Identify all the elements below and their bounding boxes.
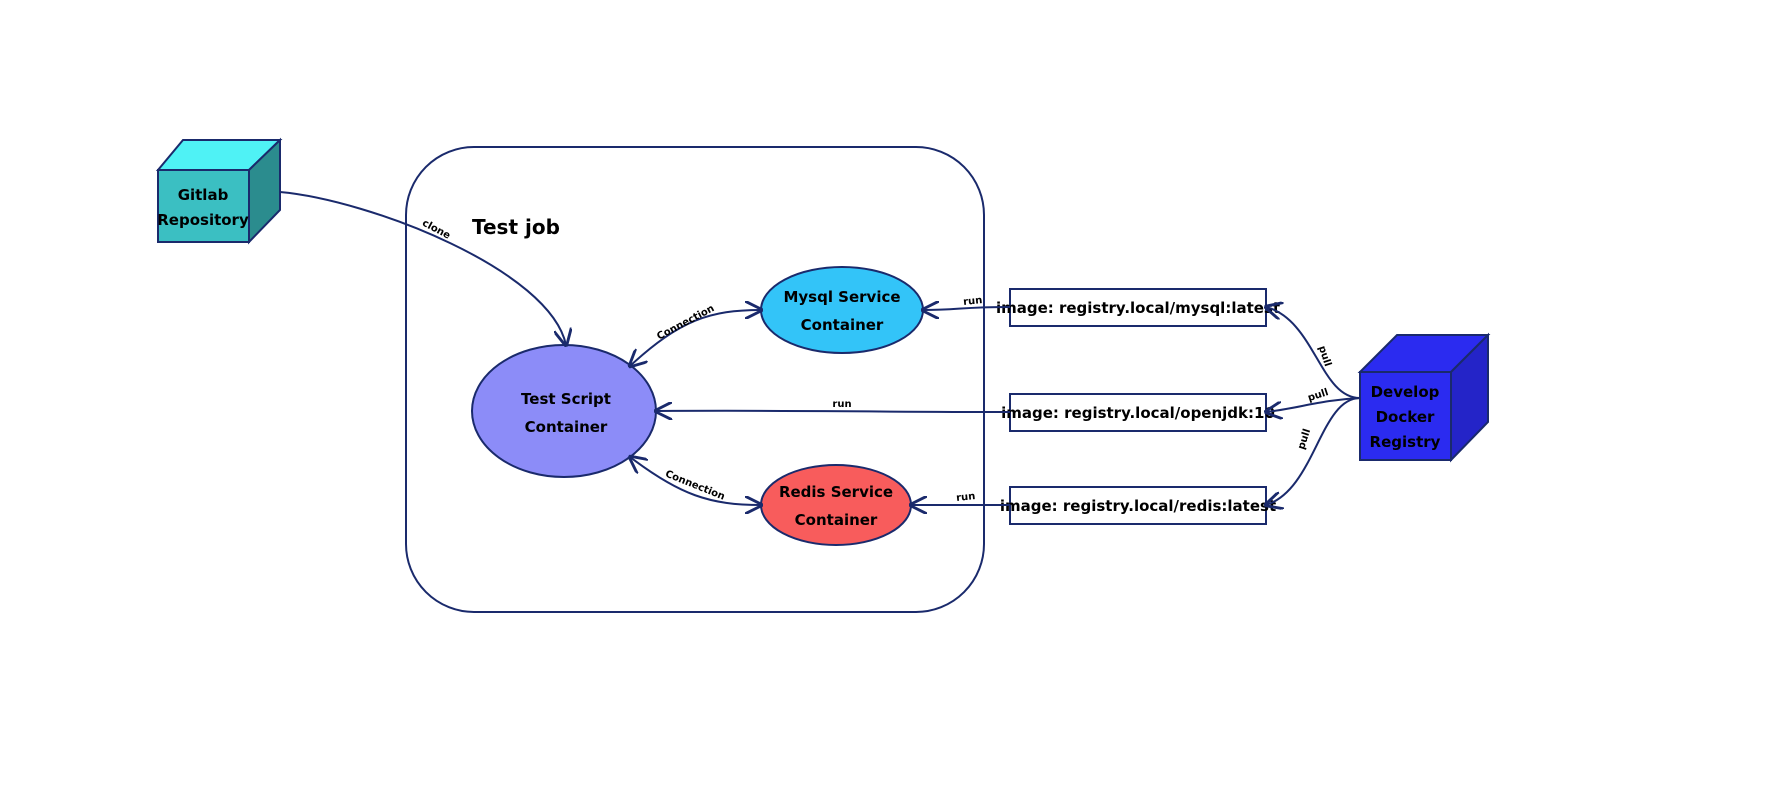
docker-registry-node[interactable]: Develop Docker Registry xyxy=(1357,332,1491,463)
test-script-ellipse xyxy=(471,344,657,478)
gitlab-label-line2: Repository xyxy=(157,211,249,229)
edge-label-pull-redis: pull xyxy=(1296,427,1313,451)
redis-ellipse xyxy=(760,464,912,546)
mysql-ellipse xyxy=(760,266,924,354)
edge-run-openjdk xyxy=(656,411,1011,412)
edge-label-run-openjdk: run xyxy=(832,399,851,410)
mysql-service-container-node[interactable]: Mysql Service Container xyxy=(760,266,924,354)
registry-label-line3: Registry xyxy=(1370,433,1441,451)
image-openjdk-text: image: registry.local/openjdk:10 xyxy=(1001,404,1275,422)
edge-pull-mysql xyxy=(1266,307,1361,399)
registry-cube-front xyxy=(1359,371,1452,461)
image-box-mysql[interactable]: image: registry.local/mysql:latest xyxy=(996,288,1280,327)
image-redis-text: image: registry.local/redis:latest xyxy=(1000,497,1276,515)
gitlab-label-line1: Gitlab xyxy=(178,186,229,204)
test-job-container xyxy=(405,146,985,613)
edge-run-mysql xyxy=(923,307,1011,310)
test-script-label-line1: Test Script xyxy=(521,390,611,408)
edge-pull-redis xyxy=(1266,397,1361,505)
edge-clone xyxy=(279,191,566,345)
image-box-openjdk[interactable]: image: registry.local/openjdk:10 xyxy=(1001,393,1275,432)
edge-label-connection-mysql: Connection xyxy=(655,303,716,342)
mysql-label-line2: Container xyxy=(801,316,884,334)
gitlab-repository-node[interactable]: Gitlab Repository xyxy=(155,137,283,245)
test-script-container-node[interactable]: Test Script Container xyxy=(471,344,657,478)
edge-label-run-redis: run xyxy=(956,491,976,504)
image-mysql-text: image: registry.local/mysql:latest xyxy=(996,299,1280,317)
test-job-title: Test job xyxy=(472,215,560,239)
registry-label-line1: Develop xyxy=(1371,383,1440,401)
edge-label-pull-mysql: pull xyxy=(1316,344,1333,368)
gitlab-cube-front xyxy=(157,169,250,243)
test-script-label-line2: Container xyxy=(525,418,608,436)
mysql-label-line1: Mysql Service xyxy=(783,288,900,306)
image-box-redis[interactable]: image: registry.local/redis:latest xyxy=(1000,486,1276,525)
edge-label-clone: clone xyxy=(420,218,452,242)
redis-service-container-node[interactable]: Redis Service Container xyxy=(760,464,912,546)
edge-connection-redis xyxy=(630,457,761,505)
registry-label-line2: Docker xyxy=(1376,408,1435,426)
edge-connection-mysql xyxy=(630,310,761,366)
redis-label-line2: Container xyxy=(795,511,878,529)
edge-pull-openjdk xyxy=(1266,397,1361,412)
redis-label-line1: Redis Service xyxy=(779,483,893,501)
edge-label-run-mysql: run xyxy=(963,295,983,308)
